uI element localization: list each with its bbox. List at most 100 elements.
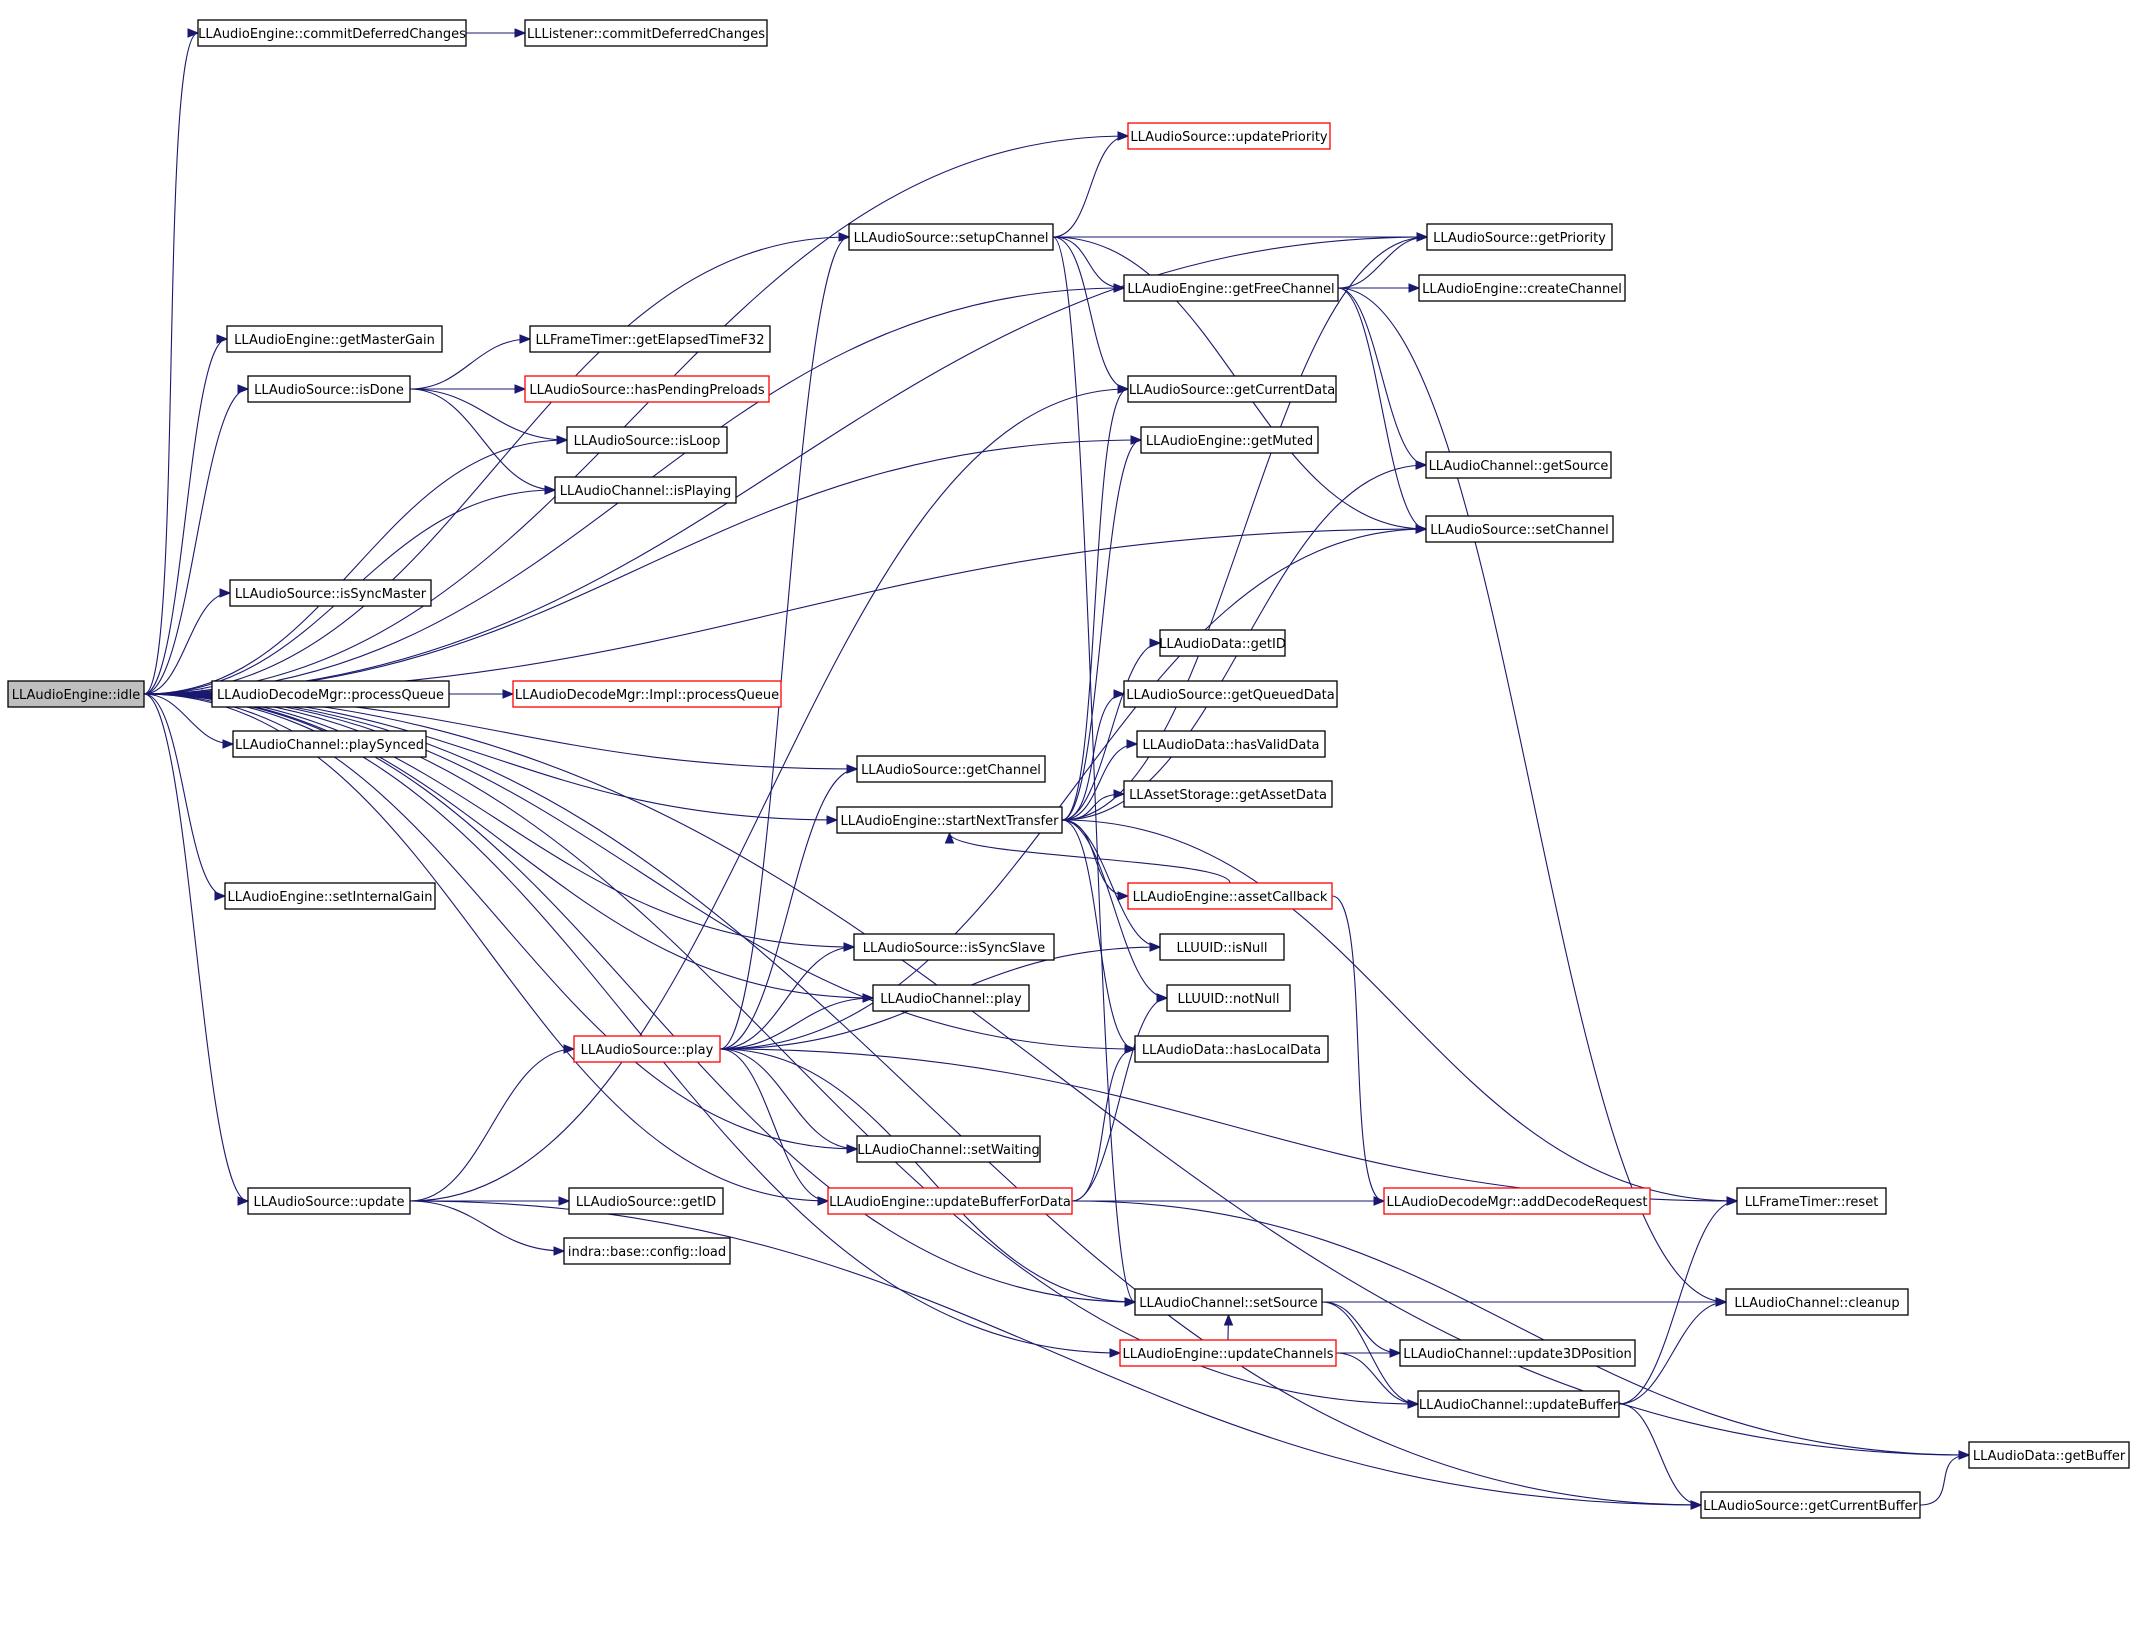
- node-createChannel[interactable]: LLAudioEngine::createChannel: [1418, 274, 1626, 302]
- call-edge-srcPlay-to-updateBufferForData: [719, 1048, 830, 1206]
- call-edge-srcPlay-to-setSource: [719, 1048, 1137, 1307]
- call-edge-startNextTransfer-to-getMuted: [1061, 435, 1143, 821]
- node-configLoad[interactable]: indra::base::config::load: [563, 1237, 731, 1265]
- arrowhead-icon: [826, 815, 839, 825]
- node-getMasterGain[interactable]: LLAudioEngine::getMasterGain: [226, 325, 443, 353]
- call-edge-setupChannel-to-updatePriority: [1052, 131, 1130, 238]
- node-updateChannels[interactable]: LLAudioEngine::updateChannels: [1119, 1339, 1337, 1367]
- node-chPlay[interactable]: LLAudioChannel::play: [872, 984, 1030, 1012]
- node-commitDeferred[interactable]: LLAudioEngine::commitDeferredChanges: [197, 19, 467, 47]
- node-getMuted[interactable]: LLAudioEngine::getMuted: [1140, 426, 1319, 454]
- node-idle[interactable]: LLAudioEngine::idle: [7, 680, 145, 708]
- arrowhead-icon: [1726, 1196, 1739, 1206]
- node-getAssetData[interactable]: LLAssetStorage::getAssetData: [1123, 780, 1333, 808]
- node-isDone[interactable]: LLAudioSource::isDone: [247, 375, 411, 403]
- arrowhead-icon: [1124, 1044, 1137, 1054]
- node-label: LLAudioData::hasValidData: [1143, 738, 1320, 753]
- node-label: LLAudioSource::isDone: [254, 383, 404, 398]
- arrowhead-icon: [1690, 1500, 1703, 1510]
- node-isSyncMaster[interactable]: LLAudioSource::isSyncMaster: [229, 579, 432, 607]
- call-edge-getCurrentBuffer-to-getBuffer: [1919, 1450, 1971, 1506]
- node-setChannel[interactable]: LLAudioSource::setChannel: [1425, 515, 1614, 543]
- node-updatePriority[interactable]: LLAudioSource::updatePriority: [1127, 122, 1331, 150]
- call-edge-getFreeChannel-to-getPriority: [1337, 232, 1429, 289]
- call-edge-updateChannels-to-setSource: [1223, 1313, 1234, 1341]
- node-box: [7, 680, 145, 708]
- node-srcPlay[interactable]: LLAudioSource::play: [573, 1035, 721, 1063]
- node-notNull[interactable]: LLUUID::notNull: [1166, 984, 1291, 1012]
- arrowhead-icon: [1416, 232, 1429, 242]
- node-listenerCommit[interactable]: LLListener::commitDeferredChanges: [524, 19, 768, 47]
- node-cleanup[interactable]: LLAudioChannel::cleanup: [1725, 1288, 1909, 1316]
- arrowhead-icon: [1408, 283, 1421, 293]
- call-edge-getFreeChannel-to-cleanup: [1337, 287, 1728, 1307]
- node-label: LLAudioChannel::getSource: [1429, 459, 1609, 474]
- node-setInternalGain[interactable]: LLAudioEngine::setInternalGain: [224, 882, 436, 910]
- node-isPlaying[interactable]: LLAudioChannel::isPlaying: [554, 476, 737, 504]
- node-label: LLAudioSource::isLoop: [574, 434, 721, 449]
- arrowhead-icon: [1113, 689, 1126, 699]
- node-chUpdateBuffer[interactable]: LLAudioChannel::updateBuffer: [1417, 1390, 1620, 1418]
- node-label: LLAudioEngine::assetCallback: [1133, 890, 1328, 905]
- node-box: [1127, 122, 1331, 150]
- node-box: [872, 984, 1030, 1012]
- node-addDecodeRequest[interactable]: LLAudioDecodeMgr::addDecodeRequest: [1383, 1187, 1651, 1215]
- arrowhead-icon: [1117, 891, 1130, 901]
- node-box: [524, 19, 768, 47]
- arrowhead-icon: [219, 588, 232, 598]
- node-updateBufferForData[interactable]: LLAudioEngine::updateBufferForData: [827, 1187, 1073, 1215]
- node-startNextTransfer[interactable]: LLAudioEngine::startNextTransfer: [836, 806, 1063, 834]
- node-label: LLAudioEngine::getMuted: [1146, 434, 1313, 449]
- call-edge-updateBufferForData-to-getBuffer: [1071, 1200, 1971, 1460]
- node-srcGetID[interactable]: LLAudioSource::getID: [568, 1187, 724, 1215]
- node-getCurrentData[interactable]: LLAudioSource::getCurrentData: [1127, 375, 1337, 403]
- node-dataGetID[interactable]: LLAudioData::getID: [1159, 629, 1286, 657]
- node-box: [229, 579, 432, 607]
- call-edge-srcUpdate-to-configLoad: [409, 1200, 566, 1256]
- node-getBuffer[interactable]: LLAudioData::getBuffer: [1968, 1441, 2130, 1469]
- node-chGetSource[interactable]: LLAudioChannel::getSource: [1425, 451, 1612, 479]
- node-isSyncSlave[interactable]: LLAudioSource::isSyncSlave: [853, 933, 1055, 961]
- node-box: [566, 426, 728, 454]
- node-getElapsed[interactable]: LLFrameTimer::getElapsedTimeF32: [529, 325, 771, 353]
- node-processQueue[interactable]: LLAudioDecodeMgr::processQueue: [211, 680, 450, 708]
- arrowhead-icon: [558, 1196, 571, 1206]
- node-getChannel[interactable]: LLAudioSource::getChannel: [856, 755, 1046, 783]
- call-edge-setupChannel-to-getFreeChannel: [1052, 236, 1126, 293]
- node-getFreeChannel[interactable]: LLAudioEngine::getFreeChannel: [1123, 274, 1339, 302]
- call-edge-isDone-to-getElapsed: [409, 334, 532, 390]
- call-edge-chUpdateBuffer-to-timerReset: [1618, 1196, 1739, 1405]
- node-isNull[interactable]: LLUUID::isNull: [1159, 933, 1285, 961]
- node-getQueuedData[interactable]: LLAudioSource::getQueuedData: [1123, 680, 1338, 708]
- node-box: [1417, 1390, 1620, 1418]
- node-hasPending[interactable]: LLAudioSource::hasPendingPreloads: [524, 375, 770, 403]
- node-hasValidData[interactable]: LLAudioData::hasValidData: [1136, 730, 1326, 758]
- call-edge-srcUpdate-to-srcPlay: [409, 1044, 576, 1202]
- node-box: [1399, 1339, 1636, 1367]
- node-timerReset[interactable]: LLFrameTimer::reset: [1736, 1187, 1887, 1215]
- node-label: LLAudioSource::getCurrentBuffer: [1703, 1499, 1918, 1514]
- call-edge-chUpdateBuffer-to-getCurrentBuffer: [1618, 1403, 1703, 1510]
- node-isLoop[interactable]: LLAudioSource::isLoop: [566, 426, 728, 454]
- node-assetCallback[interactable]: LLAudioEngine::assetCallback: [1127, 882, 1333, 910]
- node-box: [848, 223, 1054, 251]
- node-setupChannel[interactable]: LLAudioSource::setupChannel: [848, 223, 1054, 251]
- node-hasLocalData[interactable]: LLAudioData::hasLocalData: [1134, 1035, 1329, 1063]
- arrowhead-icon: [237, 1196, 250, 1206]
- node-update3D[interactable]: LLAudioChannel::update3DPosition: [1399, 1339, 1636, 1367]
- node-label: LLAudioSource::getQueuedData: [1126, 688, 1335, 703]
- node-getPriority[interactable]: LLAudioSource::getPriority: [1426, 223, 1613, 251]
- arrowhead-icon: [1109, 1348, 1122, 1358]
- call-edge-setupChannel-to-setSource: [1052, 236, 1137, 1307]
- call-edge-srcPlay-to-chPlay: [719, 993, 875, 1050]
- node-playSynced[interactable]: LLAudioChannel::playSynced: [232, 730, 427, 758]
- node-srcUpdate[interactable]: LLAudioSource::update: [247, 1187, 411, 1215]
- call-edge-idle-to-getPriority: [143, 232, 1429, 695]
- node-label: LLAudioSource::setupChannel: [854, 231, 1049, 246]
- node-setWaiting[interactable]: LLAudioChannel::setWaiting: [856, 1135, 1041, 1163]
- node-setSource[interactable]: LLAudioChannel::setSource: [1134, 1288, 1323, 1316]
- arrowhead-icon: [563, 1044, 576, 1054]
- node-getCurrentBuffer[interactable]: LLAudioSource::getCurrentBuffer: [1700, 1491, 1921, 1519]
- node-implProcessQueue[interactable]: LLAudioDecodeMgr::Impl::processQueue: [512, 680, 782, 708]
